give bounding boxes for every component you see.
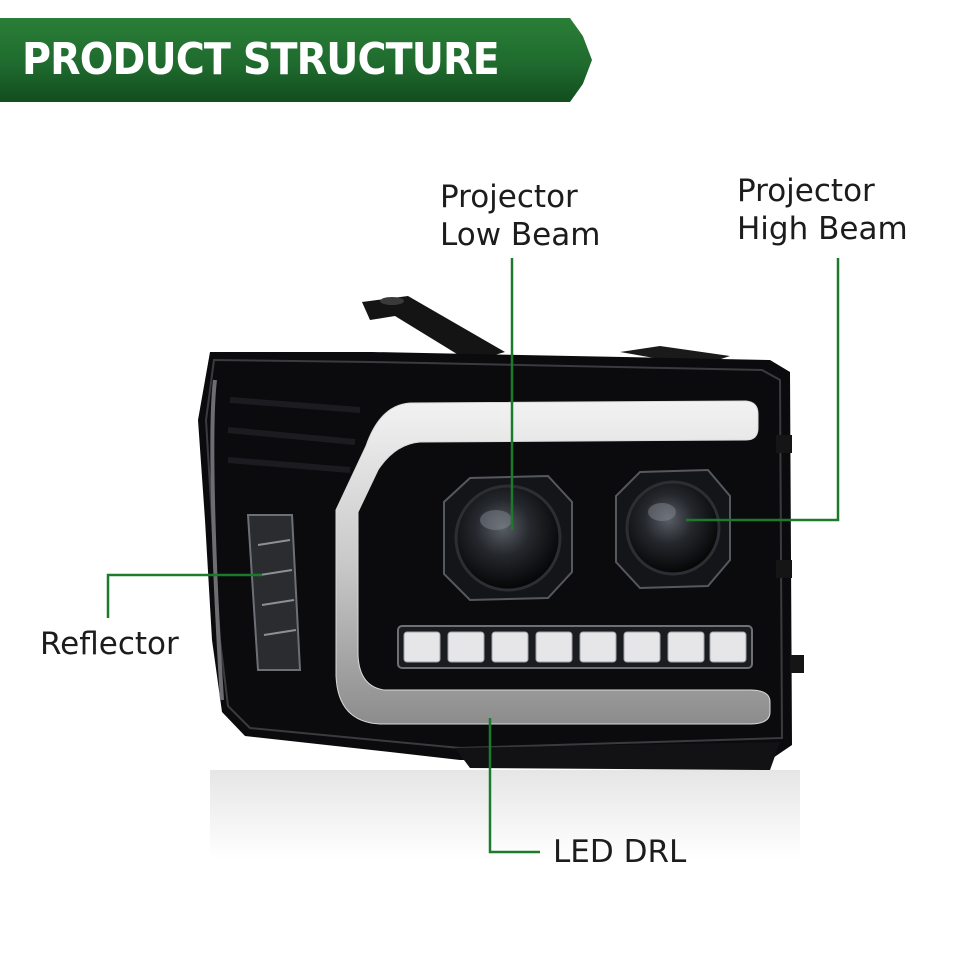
callout-reflector-label: Reflector [40,626,179,662]
leader-line-high-beam [686,258,840,522]
callout-led-drl: LED DRL [553,833,686,871]
callout-high-beam-line2: High Beam [737,211,908,247]
callout-projector-high-beam: Projector High Beam [737,172,908,248]
reflector [246,514,302,671]
callout-reflector: Reflector [40,625,179,663]
projector-high-beam [615,468,731,590]
projector-low-beam [443,474,573,602]
leader-line-reflector [106,573,262,618]
callout-projector-low-beam: Projector Low Beam [440,178,600,254]
led-strip [397,625,753,669]
product-structure-banner: PRODUCT STRUCTURE [0,18,606,102]
callout-low-beam-line2: Low Beam [440,217,601,253]
banner-shape [0,18,606,102]
light-bar [335,400,771,725]
callout-low-beam-line1: Projector [440,179,578,215]
banner-title: PRODUCT STRUCTURE [22,34,500,85]
callout-led-drl-label: LED DRL [553,834,687,870]
floor-reflection [210,770,800,860]
leader-line-led-drl [488,718,540,854]
callout-high-beam-line1: Projector [737,173,875,209]
leader-lines [106,258,840,854]
